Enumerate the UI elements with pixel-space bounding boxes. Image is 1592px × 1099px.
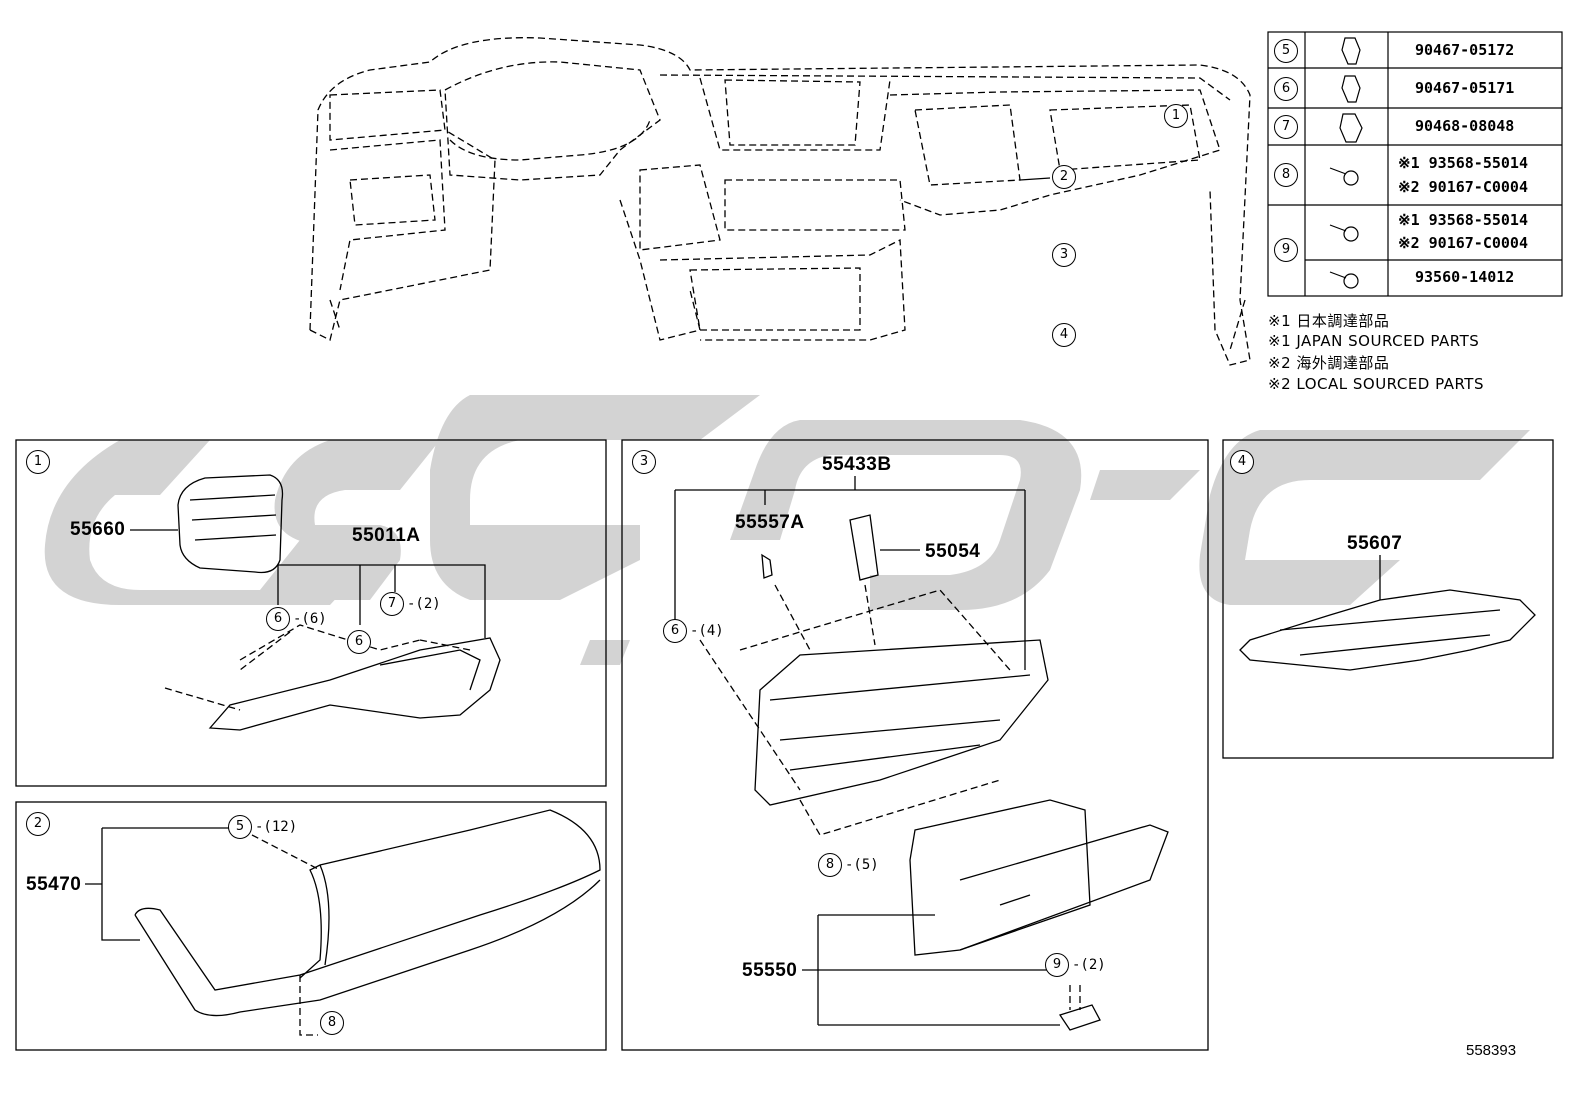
dashboard-callout-4: 4 [1052,323,1076,347]
callout-qty: -(2) [1072,957,1106,973]
callout-ref: 6 [266,607,290,631]
part-label: 55557A [735,512,805,533]
panel-3-number: 3 [632,450,656,474]
part-label: 55011A [352,525,421,546]
panel-2-number: 2 [26,812,50,836]
dashboard-callout-1: 1 [1164,104,1188,128]
table-ref-5: 5 [1274,39,1298,63]
part-label: 55470 [26,874,82,895]
panel-4-drawing [1239,555,1536,671]
table-ref-6: 6 [1274,77,1298,101]
callout-qty: -(6) [293,611,327,627]
part-label: 55550 [742,960,798,981]
part-number: ※1 93568-55014 [1398,154,1528,172]
callout-ref: 6 [663,619,687,643]
dashboard-callout-3: 3 [1052,243,1076,267]
panel-1-number: 1 [26,450,50,474]
callout-ref: 7 [380,592,404,616]
callout-ref: 6 [347,630,371,654]
figure-id: 558393 [1466,1042,1517,1059]
part-number: 90467-05172 [1415,41,1515,59]
part-label: 55607 [1347,533,1403,554]
panel-3-frame [621,439,1209,1051]
parts-table-grid [1267,31,1563,297]
part-number: 90467-05171 [1415,79,1515,97]
leader-line [1019,177,1051,181]
callout-ref: 8 [818,853,842,877]
part-label: 55433B [822,454,892,475]
note-line: ※1 JAPAN SOURCED PARTS [1268,332,1480,350]
callout-ref: 8 [320,1011,344,1035]
dashboard-callout-2: 2 [1052,165,1076,189]
table-ref-7: 7 [1274,115,1298,139]
panel-1-frame [15,439,607,787]
panel-2-frame [15,801,607,1051]
part-number: ※2 90167-C0004 [1398,234,1528,252]
callout-ref: 9 [1045,953,1069,977]
callout-qty: -(12) [255,819,298,835]
panel-3-drawing [674,476,1169,1031]
part-label: 55054 [925,541,981,562]
part-number: ※1 93568-55014 [1398,211,1528,229]
panel-4-frame [1222,439,1554,759]
note-line: ※1 日本調達部品 [1268,312,1390,330]
table-ref-9: 9 [1274,238,1298,262]
part-number: ※2 90167-C0004 [1398,178,1528,196]
part-number: 90468-08048 [1415,117,1515,135]
callout-qty: -(2) [407,596,441,612]
table-ref-8: 8 [1274,163,1298,187]
panel-1-drawing [130,474,501,731]
instrument-panel-drawing [309,37,1251,366]
watermark-logo [44,395,1530,665]
fastener-icons [1329,37,1363,289]
part-number: 93560-14012 [1415,268,1515,286]
panel-4-number: 4 [1230,450,1254,474]
panel-2-drawing [85,809,601,1036]
note-line: ※2 海外調達部品 [1268,354,1390,372]
callout-qty: -(5) [845,857,879,873]
note-line: ※2 LOCAL SOURCED PARTS [1268,375,1484,393]
part-label: 55660 [70,519,126,540]
callout-qty: -(4) [690,623,724,639]
callout-ref: 5 [228,815,252,839]
